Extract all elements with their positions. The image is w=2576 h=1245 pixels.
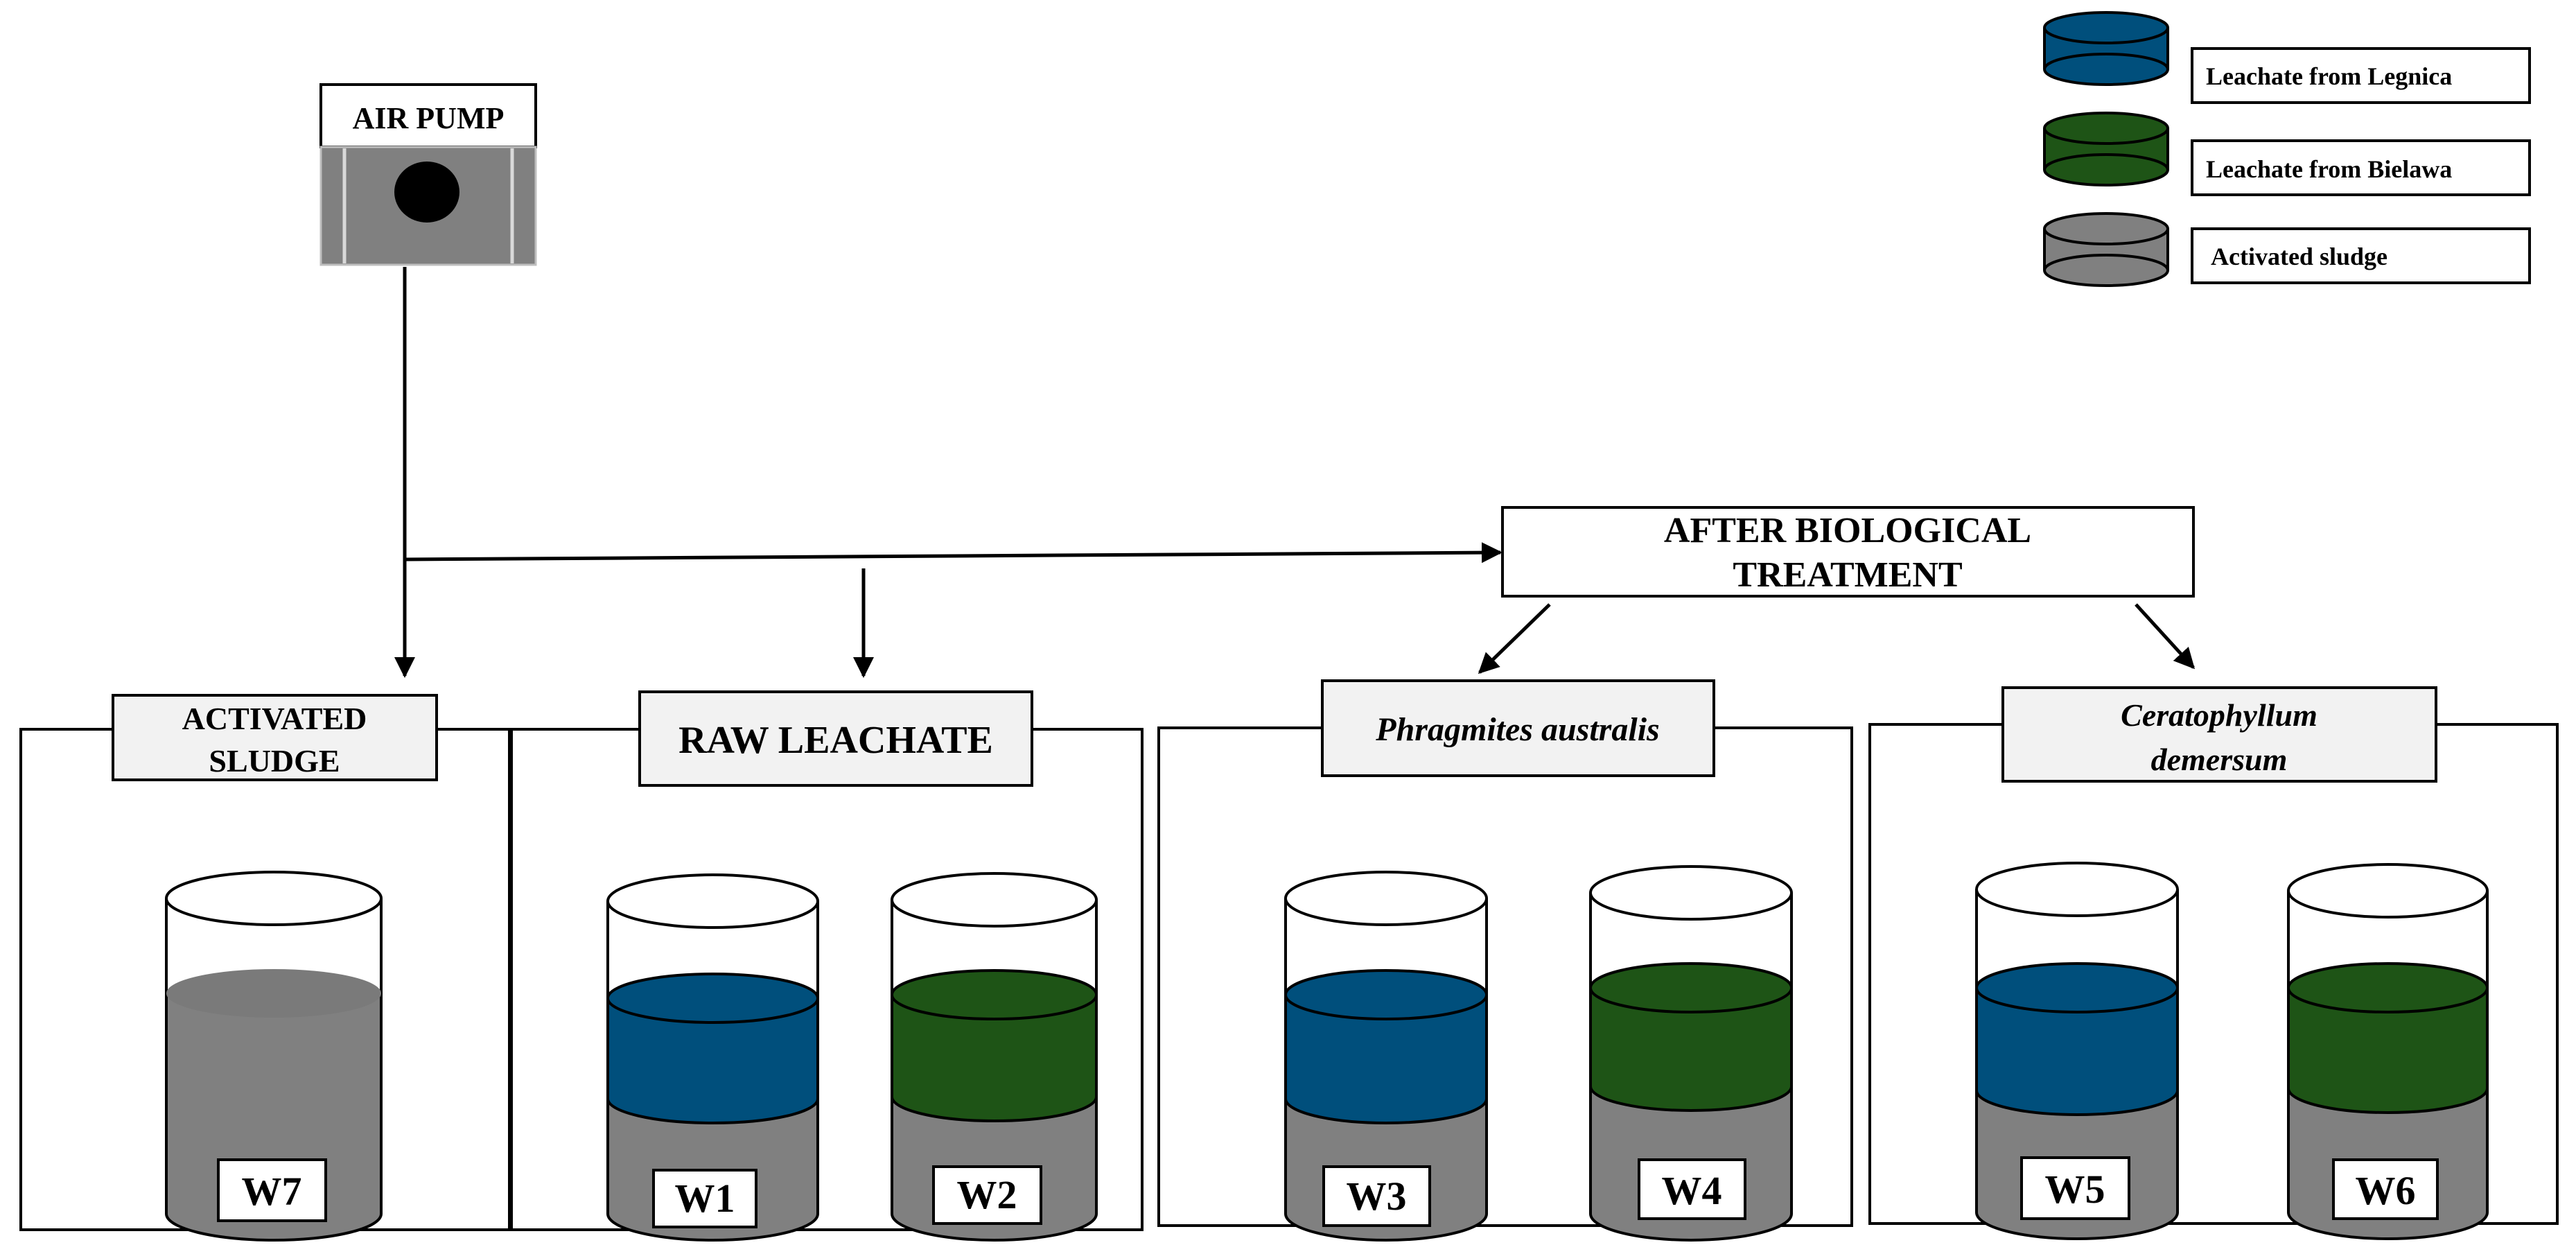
vessel-w7: W7 bbox=[165, 871, 383, 1242]
vessel-w5: W5 bbox=[1975, 862, 2179, 1240]
vessel-label-w7: W7 bbox=[242, 1169, 302, 1214]
vessel-label-w3: W3 bbox=[1347, 1174, 1407, 1219]
pump-to-treatment-arrow bbox=[404, 542, 1502, 564]
legend-item-sludge: Activated sludge bbox=[2043, 212, 2531, 287]
after-treatment-label-line2: TREATMENT bbox=[1733, 555, 1962, 595]
vessel-w4: W4 bbox=[1589, 865, 1793, 1242]
after-treatment-label-line1: AFTER BIOLOGICAL bbox=[1664, 511, 2031, 550]
activated-sludge-label-line2: SLUDGE bbox=[209, 743, 340, 778]
bielawa-swatch-icon bbox=[2043, 112, 2169, 186]
ceratophyllum-label-line1: Ceratophyllum bbox=[2121, 697, 2317, 733]
after-treatment-box: AFTER BIOLOGICAL TREATMENT bbox=[1501, 506, 2195, 598]
air-pump-label: AIR PUMP bbox=[353, 101, 505, 135]
vessel-w2: W2 bbox=[891, 872, 1098, 1242]
vessel-label-w2: W2 bbox=[957, 1172, 1017, 1217]
legend-item-legnica: Leachate from Legnica bbox=[2043, 11, 2531, 104]
vessel-label-w5: W5 bbox=[2045, 1167, 2105, 1212]
legend-label-legnica: Leachate from Legnica bbox=[2206, 62, 2452, 90]
legend-item-bielawa: Leachate from Bielawa bbox=[2043, 112, 2531, 196]
legnica-swatch-icon bbox=[2043, 11, 2169, 86]
phragmites-label: Phragmites australis bbox=[1375, 711, 1659, 748]
to-phragmites-arrow bbox=[1478, 603, 1551, 674]
vessel-w6: W6 bbox=[2287, 863, 2489, 1240]
vessel-label-w1: W1 bbox=[675, 1176, 735, 1221]
ceratophyllum-label-line2: demersum bbox=[2151, 742, 2288, 777]
legend: Leachate from Legnica Leachate from Biel… bbox=[2043, 11, 2531, 287]
raw-leachate-label: RAW LEACHATE bbox=[678, 719, 993, 762]
sludge-swatch-icon bbox=[2043, 212, 2169, 287]
vessel-label-w6: W6 bbox=[2356, 1168, 2416, 1213]
air-pump: AIR PUMP bbox=[319, 83, 537, 266]
legend-label-sludge: Activated sludge bbox=[2211, 243, 2387, 270]
vessel-w3: W3 bbox=[1284, 871, 1488, 1242]
legend-label-bielawa: Leachate from Bielawa bbox=[2206, 155, 2452, 183]
vessel-label-w4: W4 bbox=[1662, 1168, 1722, 1213]
activated-sludge-label-line1: ACTIVATED bbox=[182, 701, 367, 736]
air-pump-body-icon bbox=[319, 146, 537, 266]
air-lines bbox=[394, 267, 2196, 678]
to-ceratophyllum-arrow bbox=[2135, 603, 2196, 670]
vessel-w1: W1 bbox=[606, 873, 819, 1242]
